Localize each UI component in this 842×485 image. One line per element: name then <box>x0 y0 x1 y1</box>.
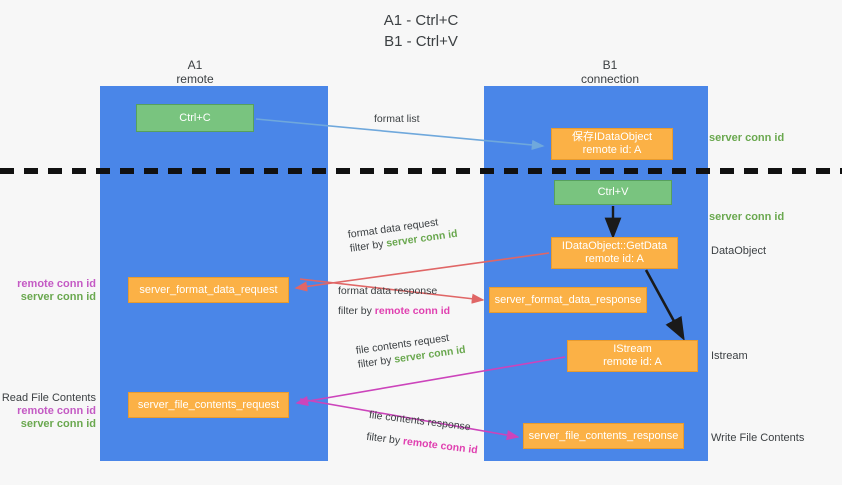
right-label-server-conn-id-2: server conn id <box>709 211 785 223</box>
filter-prefix: filter by <box>349 237 388 255</box>
box-server-format-data-request-label: server_format_data_request <box>139 283 278 296</box>
box-server-format-data-request[interactable]: server_format_data_request <box>128 277 289 303</box>
box-ctrl-c-label: Ctrl+C <box>179 111 211 124</box>
filter-prefix: filter by <box>357 353 396 371</box>
box-server-file-contents-request-label: server_file_contents_request <box>137 398 280 411</box>
title-line-1: A1 - Ctrl+C <box>383 12 459 29</box>
filter-key-remote-conn-id: remote conn id <box>374 305 451 317</box>
box-server-format-data-response[interactable]: server_format_data_response <box>489 287 647 313</box>
mid-label-format-data-response-title: format data response <box>338 285 438 297</box>
box-ctrl-c[interactable]: Ctrl+C <box>136 104 254 132</box>
column-header-b1: B1 connection <box>530 58 690 86</box>
page-title: A1 - Ctrl+C B1 - Ctrl+V <box>0 10 842 52</box>
mid-label-file-contents-response: file contents response filter by remote … <box>366 408 482 457</box>
box-server-file-contents-request[interactable]: server_file_contents_request <box>128 392 289 418</box>
left-label-group-1: remote conn id server conn id <box>0 278 96 304</box>
box-getdata-line2: remote id: A <box>585 253 644 265</box>
box-save-idataobject-line1: 保存IDataObject <box>571 131 653 143</box>
box-server-file-contents-response-label: server_file_contents_response <box>528 429 679 442</box>
left-label-remote-conn-id-2: remote conn id <box>17 405 96 417</box>
column-header-a1: A1 remote <box>130 58 260 86</box>
title-line-2: B1 - Ctrl+V <box>384 33 458 50</box>
box-ctrl-v-label: Ctrl+V <box>597 186 629 198</box>
box-istream[interactable]: IStream remote id: A <box>567 340 698 372</box>
right-label-server-conn-id-1: server conn id <box>709 132 785 144</box>
box-save-idataobject[interactable]: 保存IDataObject remote id: A <box>551 128 673 160</box>
column-b1-name: B1 <box>602 58 618 72</box>
box-server-file-contents-response[interactable]: server_file_contents_response <box>523 423 684 449</box>
box-idataobject-getdata[interactable]: IDataObject::GetData remote id: A <box>551 237 678 269</box>
mid-label-format-data-response-filter: filter by remote conn id <box>338 304 450 318</box>
phase-separator-dashed-line <box>0 168 842 174</box>
mid-label-format-list: format list <box>374 113 420 125</box>
column-b1-sub: connection <box>580 72 640 86</box>
mid-label-format-data-request: format data request filter by server con… <box>347 213 458 256</box>
left-label-group-2: Read File Contents remote conn id server… <box>0 392 96 431</box>
right-label-dataobject: DataObject <box>711 245 767 257</box>
left-label-remote-conn-id-1: remote conn id <box>17 278 96 290</box>
column-a1-sub: remote <box>176 72 214 86</box>
box-server-format-data-response-label: server_format_data_response <box>494 293 642 306</box>
right-label-istream: Istream <box>711 350 748 362</box>
column-a1-name: A1 <box>187 58 203 72</box>
filter-prefix: filter by <box>365 430 404 448</box>
filter-prefix: filter by <box>338 305 375 317</box>
box-istream-line1: IStream <box>613 343 652 355</box>
right-label-write-file-contents: Write File Contents <box>711 432 805 444</box>
mid-label-file-contents-request: file contents request filter by server c… <box>355 329 466 372</box>
left-label-read-file-contents: Read File Contents <box>1 392 96 404</box>
box-istream-line2: remote id: A <box>603 356 662 368</box>
mid-label-file-contents-response-filter: filter by remote conn id <box>366 430 479 458</box>
box-getdata-line1: IDataObject::GetData <box>561 240 668 252</box>
filter-key-remote-conn-id: remote conn id <box>402 435 479 457</box>
mid-label-format-data-response: format data response filter by remote co… <box>338 284 450 318</box>
box-save-idataobject-line2: remote id: A <box>582 144 642 156</box>
box-ctrl-v[interactable]: Ctrl+V <box>554 180 672 205</box>
left-label-server-conn-id-2: server conn id <box>20 418 96 430</box>
left-label-server-conn-id-1: server conn id <box>20 291 96 303</box>
